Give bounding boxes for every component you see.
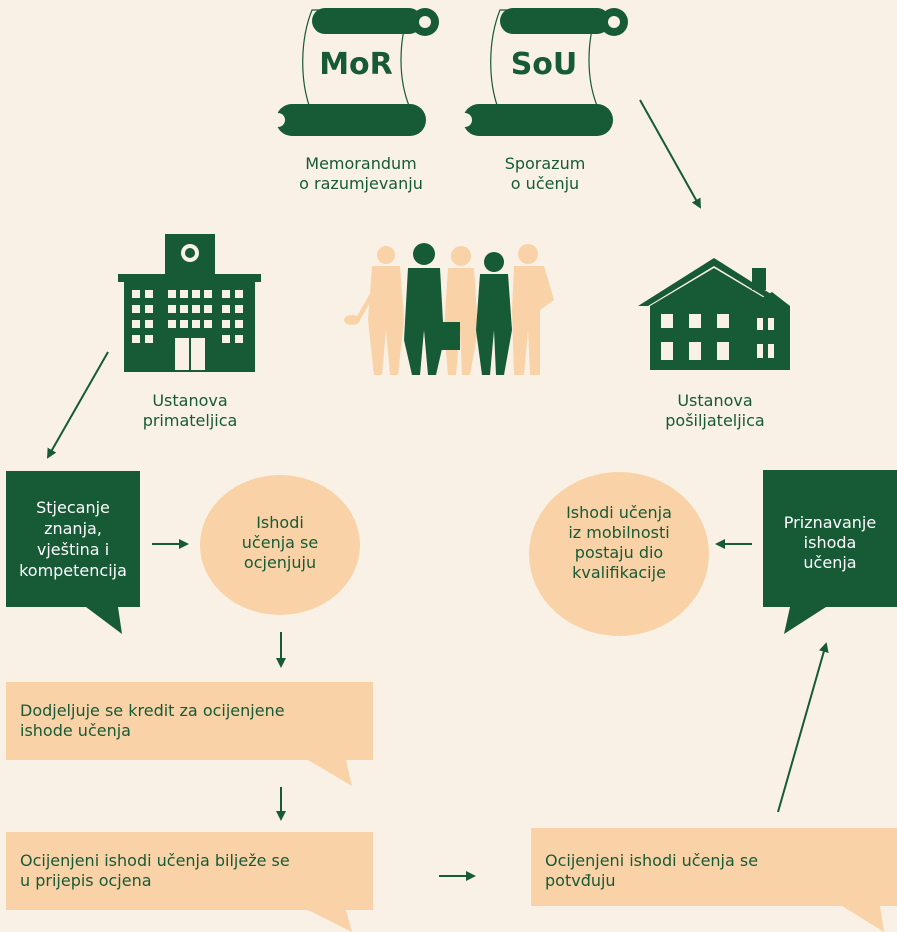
credit-text: Dodjeljuje se kredit za ocijenjene ishod… <box>20 701 365 741</box>
mor-caption: Memorandum o razumjevanju <box>266 154 456 194</box>
arrow-sou-to-sending <box>639 99 701 209</box>
credit-line: Dodjeljuje se kredit za ocijenjene <box>20 701 285 720</box>
arrow-receiving-to-acquiring <box>47 351 109 459</box>
recognition-line: ishoda <box>803 533 857 552</box>
receiving-label-line: Ustanova <box>152 391 228 410</box>
mor-caption-line: Memorandum <box>305 154 417 173</box>
qualification-text: Ishodi učenja iz mobilnosti postaju dio … <box>539 503 699 583</box>
transcript-text: Ocijenjeni ishodi učenja bilježe se u pr… <box>20 851 365 891</box>
sending-label-line: pošiljateljica <box>665 411 765 430</box>
recognition-box <box>763 470 897 634</box>
receiving-institution-label: Ustanova primateljica <box>110 391 270 431</box>
sou-caption-line: Sporazum <box>504 154 586 173</box>
credit-box <box>6 682 373 786</box>
qualification-line: postaju dio <box>574 543 664 562</box>
acquiring-text: Stjecanje znanja, vještina i kompetencij… <box>6 497 140 581</box>
house-icon <box>638 258 790 370</box>
sending-label-line: Ustanova <box>677 391 753 410</box>
confirmed-box <box>531 828 897 932</box>
transcript-line: u prijepis ocjena <box>20 871 152 890</box>
arrow-confirmed-to-recognition <box>777 642 829 813</box>
mor-caption-line: o razumjevanju <box>299 174 423 193</box>
sou-abbreviation: SoU <box>510 47 578 82</box>
confirmed-line: potvđuju <box>545 871 616 890</box>
university-building-icon <box>118 234 261 372</box>
qualification-line: kvalifikacije <box>572 563 666 582</box>
assessed-bubble <box>200 475 360 615</box>
assessed-text: Ishodi učenja se ocjenjuju <box>210 513 350 573</box>
assessed-line: ocjenjuju <box>243 553 317 572</box>
recognition-line: učenja <box>803 553 857 572</box>
confirmed-line: Ocijenjeni ishodi učenja se <box>545 851 759 870</box>
confirmed-text: Ocijenjeni ishodi učenja se potvđuju <box>545 851 885 891</box>
recognition-line: Priznavanje <box>783 513 877 532</box>
recognition-text: Priznavanje ishoda učenja <box>763 513 897 573</box>
qualification-bubble <box>529 472 709 636</box>
assessed-line: Ishodi <box>256 513 304 532</box>
acquiring-line: znanja, <box>44 519 102 538</box>
qualification-line: iz mobilnosti <box>568 523 670 542</box>
transcript-line: Ocijenjeni ishodi učenja bilježe se <box>20 851 290 870</box>
acquiring-box <box>6 471 140 634</box>
qualification-line: Ishodi učenja <box>566 503 672 522</box>
receiving-label-line: primateljica <box>142 411 238 430</box>
sending-institution-label: Ustanova pošiljateljica <box>625 391 805 431</box>
acquiring-line: kompetencija <box>19 561 127 580</box>
transcript-box <box>6 832 373 932</box>
acquiring-line: Stjecanje <box>36 498 110 517</box>
mor-abbreviation: MoR <box>319 47 393 82</box>
sou-caption: Sporazum o učenju <box>470 154 620 194</box>
people-group-icon <box>344 243 554 375</box>
mor-scroll-icon <box>271 8 439 136</box>
credit-line: ishode učenja <box>20 721 131 740</box>
sou-caption-line: o učenju <box>510 174 580 193</box>
sou-scroll-icon <box>458 8 628 136</box>
assessed-line: učenja se <box>241 533 319 552</box>
acquiring-line: vještina i <box>36 540 110 559</box>
